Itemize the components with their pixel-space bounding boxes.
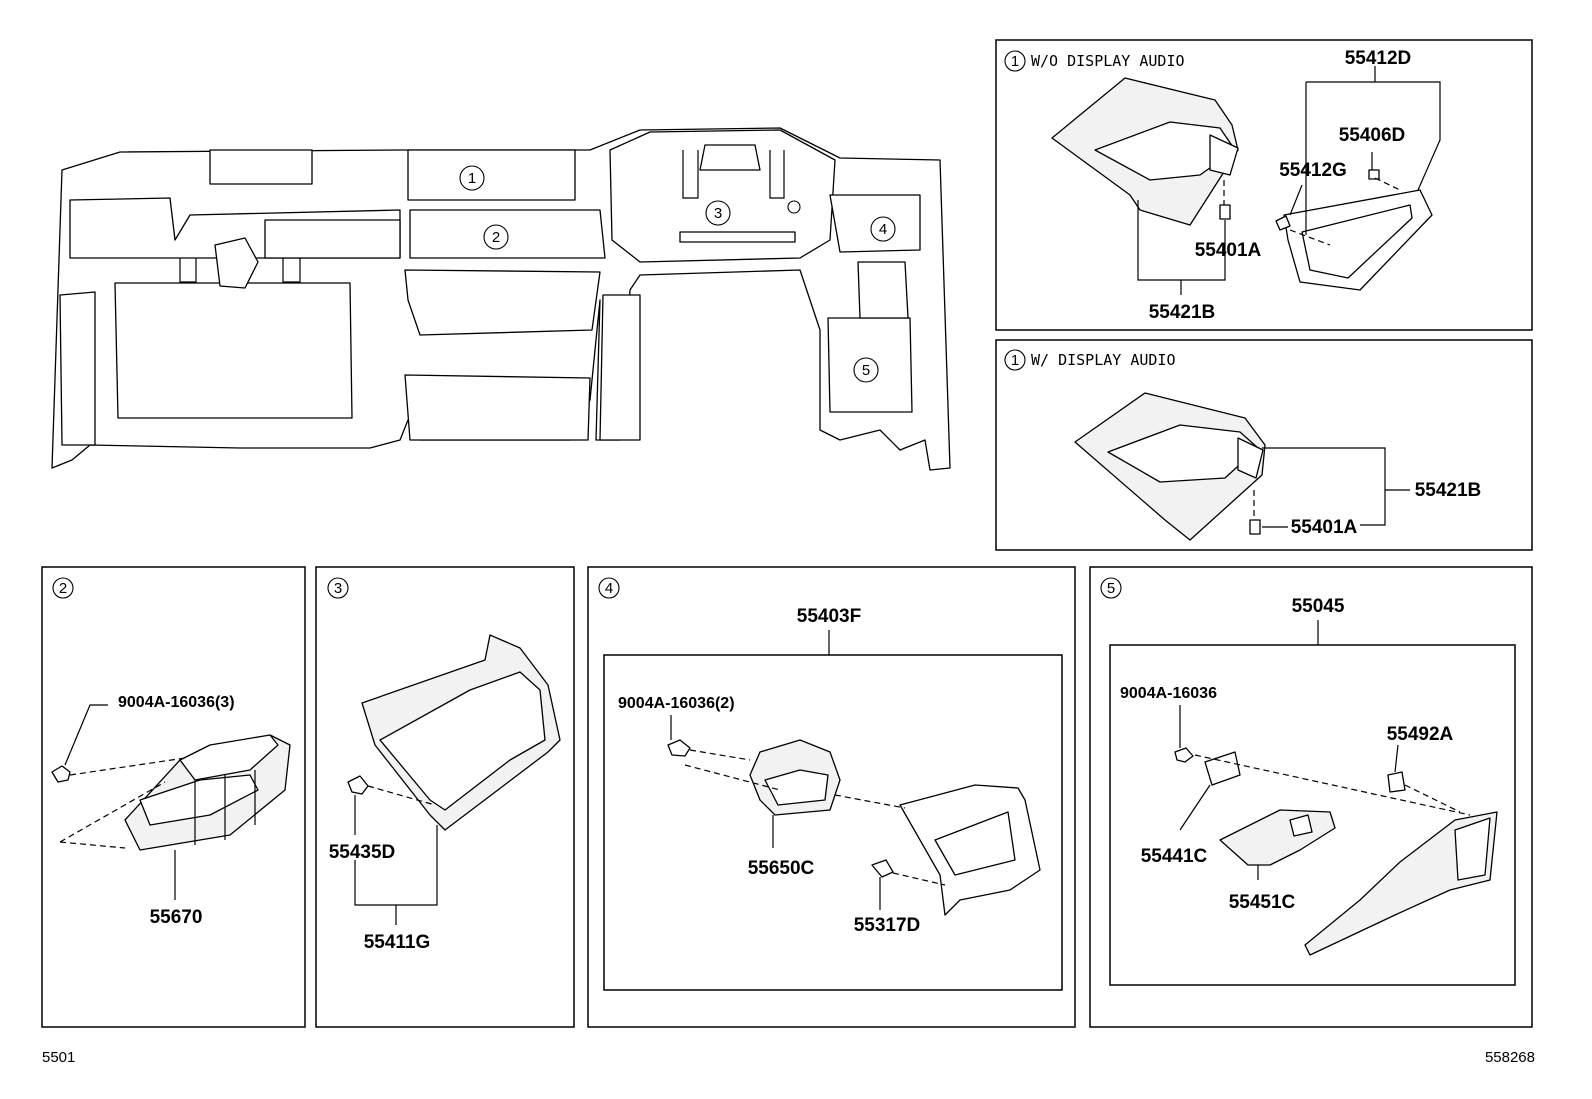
label-55412G: 55412G [1279,160,1347,181]
callout-3: 3 [705,200,731,226]
svg-text:2: 2 [492,229,500,246]
panel-3-meter-hood: 3 55435D 55411G [315,566,575,1028]
label-55441C: 55441C [1141,846,1208,867]
callout-4: 4 [870,216,896,242]
label-55670: 55670 [150,907,203,928]
label-9004A-16036-2: 9004A-16036(2) [618,695,735,712]
panel-5-glove-compartment: 5 55045 9004A-16036 55492A 55441C 55451C [1089,566,1533,1028]
svg-text:4: 4 [879,221,887,238]
panel-5-number: 5 [1107,580,1115,597]
panel-1b-number: 1 [1011,352,1019,369]
panel-1a-caption: W/O DISPLAY AUDIO [1031,52,1185,70]
panel-4-number: 4 [605,580,613,597]
label-55045: 55045 [1292,596,1345,617]
callout-1: 1 [459,165,485,191]
label-55421B: 55421B [1149,302,1216,323]
panel-1b-caption: W/ DISPLAY AUDIO [1031,351,1176,369]
label-9004A-16036: 9004A-16036 [1120,685,1217,702]
panel-2-number: 2 [59,580,67,597]
label-55406D: 55406D [1339,125,1406,146]
figure-code: 558268 [1485,1049,1535,1066]
label-55401A: 55401A [1195,240,1262,261]
label-55435D: 55435D [329,842,396,863]
panel-2-center-register: 2 9004A-16036(3) 55670 [41,566,306,1028]
label-55650C: 55650C [748,858,815,879]
label-9004A-16036-3: 9004A-16036(3) [118,694,235,711]
label-55421B-w: 55421B [1415,480,1482,501]
label-55401A-w: 55401A [1291,517,1358,538]
instrument-panel-overview [51,127,951,471]
main-callouts: 1 2 3 4 5 [459,165,896,383]
svg-text:1: 1 [468,170,476,187]
callout-2: 2 [483,224,509,250]
panel-4-side-register: 4 55403F 9004A-16036(2) 55650C 55317D [587,566,1076,1028]
svg-text:5: 5 [862,362,870,379]
callout-5: 5 [853,357,879,383]
label-55412D: 55412D [1345,48,1412,69]
label-55492A: 55492A [1387,724,1454,745]
label-55317D: 55317D [854,915,921,936]
label-55403F: 55403F [797,606,861,627]
page-code: 5501 [42,1049,75,1066]
panel-3-number: 3 [334,580,342,597]
panel-1a-number: 1 [1011,53,1019,70]
panel-1-without-display-audio: 1 W/O DISPLAY AUDIO 55412D 55406D 55412G… [995,39,1533,331]
svg-text:3: 3 [714,205,722,222]
panel-1-with-display-audio: 1 W/ DISPLAY AUDIO 55421B 55401A [995,339,1533,551]
label-55411G: 55411G [364,932,431,953]
label-55451C: 55451C [1229,892,1296,913]
